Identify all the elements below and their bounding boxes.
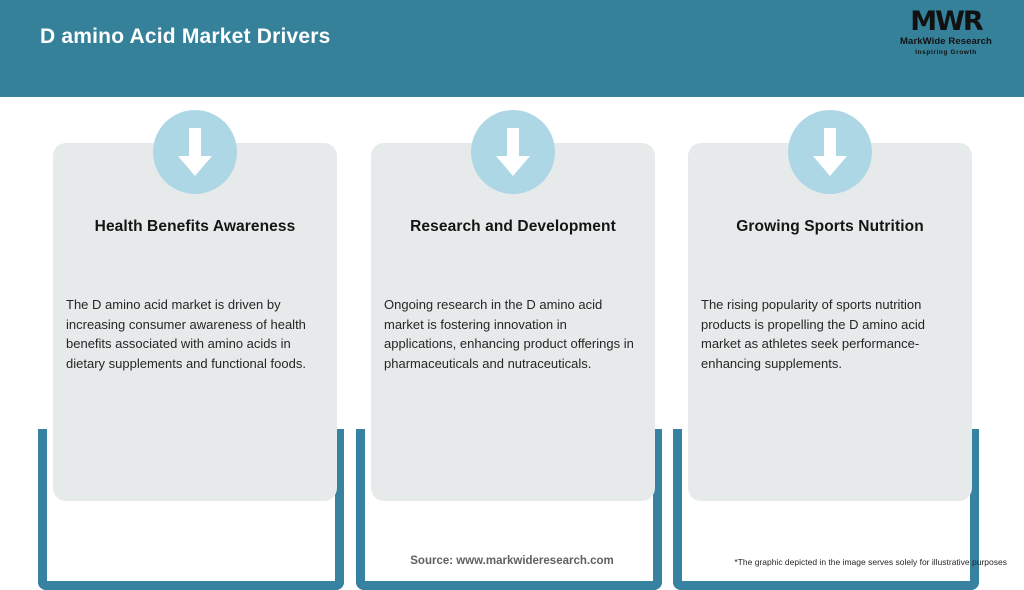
driver-card-group: Health Benefits Awareness The D amino ac…: [0, 97, 1024, 590]
brand-logo: MWR MarkWide Research Inspiring Growth: [890, 8, 1002, 60]
driver-card: Research and Development Ongoing researc…: [356, 110, 662, 590]
illustrative-disclaimer: *The graphic depicted in the image serve…: [734, 557, 1007, 567]
card-title: Growing Sports Nutrition: [736, 218, 924, 235]
card-panel: Growing Sports Nutrition The rising popu…: [688, 110, 972, 501]
header-bar: D amino Acid Market Drivers MWR MarkWide…: [0, 0, 1024, 97]
logo-monogram: MWR: [910, 6, 983, 37]
card-description: The D amino acid market is driven by inc…: [66, 297, 306, 371]
logo-tagline: Inspiring Growth: [915, 49, 977, 56]
card-description: The rising popularity of sports nutritio…: [701, 297, 926, 371]
driver-card: Growing Sports Nutrition The rising popu…: [673, 110, 979, 590]
card-title: Research and Development: [410, 218, 616, 235]
card-description: Ongoing research in the D amino acid mar…: [384, 297, 634, 371]
card-title: Health Benefits Awareness: [94, 218, 296, 235]
card-panel: Research and Development Ongoing researc…: [371, 110, 655, 501]
down-arrow-icon: [788, 110, 872, 194]
down-arrow-icon: [153, 110, 237, 194]
down-arrow-icon: [471, 110, 555, 194]
card-panel: Health Benefits Awareness The D amino ac…: [53, 110, 337, 501]
source-attribution: Source: www.markwideresearch.com: [410, 555, 614, 567]
page-title: D amino Acid Market Drivers: [40, 25, 331, 48]
driver-card: Health Benefits Awareness The D amino ac…: [38, 110, 344, 590]
logo-company-name: MarkWide Research: [900, 36, 992, 47]
